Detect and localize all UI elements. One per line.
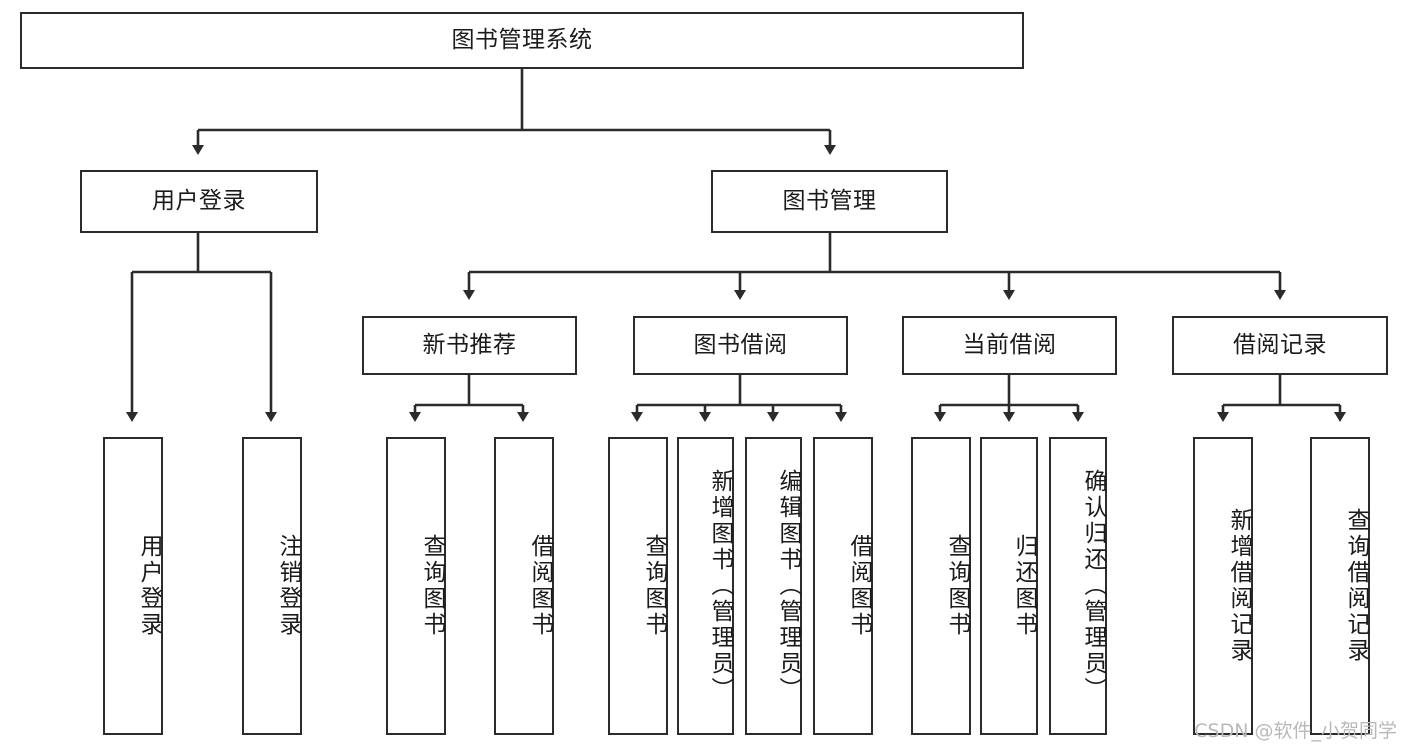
leaf-book-borrow-4[interactable]: 借阅图书 [813,437,873,735]
leaf-new-book-1[interactable]: 查询图书 [386,437,446,735]
leaf-user-login-1-label: 用户登录 [136,534,162,638]
node-borrow-record[interactable]: 借阅记录 [1172,316,1388,375]
node-book-manage[interactable]: 图书管理 [711,170,948,233]
node-borrow-record-label: 借阅记录 [1233,331,1327,358]
leaf-current-borrow-1[interactable]: 查询图书 [911,437,971,735]
leaf-borrow-record-2[interactable]: 查询借阅记录 [1310,437,1370,735]
node-root-label: 图书管理系统 [451,26,593,53]
node-root[interactable]: 图书管理系统 [20,12,1024,69]
leaf-current-borrow-1-label: 查询图书 [944,534,970,638]
leaf-user-login-2-label: 注销登录 [275,534,301,638]
node-new-book-recommend[interactable]: 新书推荐 [362,316,577,375]
leaf-new-book-2[interactable]: 借阅图书 [494,437,554,735]
leaf-book-borrow-3-label: 编辑图书（管理员） [775,469,801,703]
leaf-book-borrow-1[interactable]: 查询图书 [608,437,668,735]
leaf-user-login-2[interactable]: 注销登录 [242,437,302,735]
leaf-new-book-2-label: 借阅图书 [527,534,553,638]
node-current-borrow[interactable]: 当前借阅 [902,316,1117,375]
leaf-book-borrow-2-label: 新增图书（管理员） [707,469,733,703]
node-user-login[interactable]: 用户登录 [80,170,318,233]
leaf-borrow-record-2-label: 查询借阅记录 [1343,508,1369,664]
leaf-book-borrow-3[interactable]: 编辑图书（管理员） [745,437,802,735]
leaf-current-borrow-3[interactable]: 确认归还（管理员） [1049,437,1107,735]
leaf-book-borrow-1-label: 查询图书 [641,534,667,638]
node-book-borrow-label: 图书借阅 [693,331,788,358]
leaf-book-borrow-4-label: 借阅图书 [846,534,872,638]
leaf-book-borrow-2[interactable]: 新增图书（管理员） [677,437,734,735]
leaf-current-borrow-2[interactable]: 归还图书 [980,437,1038,735]
leaf-current-borrow-3-label: 确认归还（管理员） [1080,469,1106,703]
node-book-borrow[interactable]: 图书借阅 [633,316,848,375]
node-current-borrow-label: 当前借阅 [962,331,1057,358]
leaf-borrow-record-1-label: 新增借阅记录 [1226,508,1252,664]
leaf-new-book-1-label: 查询图书 [419,534,445,638]
leaf-user-login-1[interactable]: 用户登录 [103,437,163,735]
node-book-manage-label: 图书管理 [782,187,877,214]
leaf-borrow-record-1[interactable]: 新增借阅记录 [1193,437,1253,735]
leaf-current-borrow-2-label: 归还图书 [1011,534,1037,638]
node-new-book-recommend-label: 新书推荐 [422,331,517,358]
node-user-login-label: 用户登录 [152,187,246,214]
